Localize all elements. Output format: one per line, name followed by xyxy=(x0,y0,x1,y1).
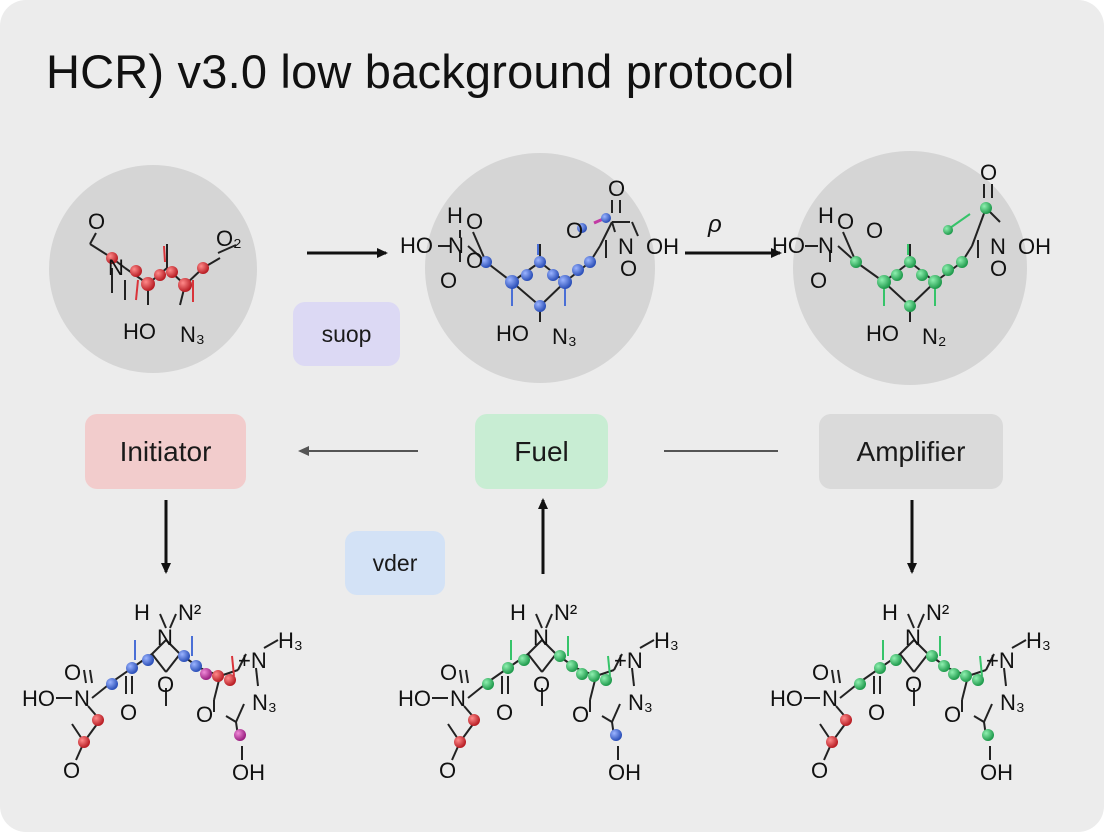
bl-n2: N² xyxy=(178,600,201,625)
tag-suop: suop xyxy=(293,302,400,366)
bl-o-a: O xyxy=(64,660,81,685)
bl-o-ring: O xyxy=(196,702,213,727)
bl-h3: H₃ xyxy=(278,628,303,653)
bc-n-left: N xyxy=(450,686,466,711)
tc-n-oh: N xyxy=(618,234,634,259)
br-o-a: O xyxy=(812,660,829,685)
br-h: H xyxy=(882,600,898,625)
tr-n2: N₂ xyxy=(922,324,946,349)
tr-ho: HO xyxy=(866,321,899,346)
tc-n: N xyxy=(448,233,464,258)
tc-h-top: H xyxy=(447,203,463,228)
tr-h-top: H xyxy=(818,203,834,228)
br-n-left: N xyxy=(822,686,838,711)
bottom-right-labels: H N² N HO N O O O +N H₃ N₃ O O OH xyxy=(770,600,1051,785)
node-amplifier: Amplifier xyxy=(819,414,1003,489)
tc-oh: OH xyxy=(646,234,679,259)
bc-o-a: O xyxy=(440,660,457,685)
tl-n: N xyxy=(108,255,124,280)
bc-o-bottom: O xyxy=(439,758,456,783)
tc-o-top: O xyxy=(608,176,625,201)
bottom-center-labels: H N² N HO N O O O +N H₃ N₃ O O OH xyxy=(398,600,679,785)
tc-o-d: O xyxy=(566,218,583,243)
bc-h: H xyxy=(510,600,526,625)
molecule-top-right-atoms xyxy=(850,202,992,312)
bl-o-c: O xyxy=(157,672,174,697)
bl-o-b: O xyxy=(120,700,137,725)
arrow-label: ρ xyxy=(707,211,722,238)
bc-o-b: O xyxy=(496,700,513,725)
tag-vder: vder xyxy=(345,531,445,595)
bc-n3: N₃ xyxy=(628,690,653,715)
bottom-left-labels: H N² N HO N O O O +N H₃ N₃ O O OH xyxy=(22,600,303,785)
br-ho: HO xyxy=(770,686,803,711)
tr-o-top: O xyxy=(980,160,997,185)
tr-oh: OH xyxy=(1018,234,1051,259)
bc-o-c: O xyxy=(533,672,550,697)
br-n3: N₃ xyxy=(1000,690,1025,715)
tr-n: N xyxy=(818,233,834,258)
tc-n3: N₃ xyxy=(552,324,577,349)
tc-o-b: O xyxy=(440,268,457,293)
tr-o-c: O xyxy=(866,218,883,243)
bc-ho: HO xyxy=(398,686,431,711)
bl-h: H xyxy=(134,600,150,625)
bc-h3: H₃ xyxy=(654,628,679,653)
node-initiator: Initiator xyxy=(85,414,246,489)
bc-o-ring: O xyxy=(572,702,589,727)
bc-n2: N² xyxy=(554,600,577,625)
tl-ho: HO xyxy=(123,319,156,344)
molecule-bottom-center xyxy=(432,613,655,761)
br-n: N xyxy=(905,625,921,650)
tl-o-top: O xyxy=(88,209,105,234)
bl-o-bottom: O xyxy=(63,758,80,783)
bl-n-left: N xyxy=(74,686,90,711)
tl-o2: O₂ xyxy=(216,226,242,251)
node-fuel: Fuel xyxy=(475,414,608,489)
br-o-b: O xyxy=(868,700,885,725)
bl-n: N xyxy=(157,625,173,650)
bl-n3: N₃ xyxy=(252,690,277,715)
tr-o-e: O xyxy=(990,256,1007,281)
bc-n-plus: +N xyxy=(614,648,643,673)
tc-ho: HO xyxy=(496,321,529,346)
molecule-top-left-atoms xyxy=(106,252,209,292)
tc-o-e: O xyxy=(620,256,637,281)
bl-n-plus: +N xyxy=(238,648,267,673)
tr-o-a: O xyxy=(837,209,854,234)
br-n-plus: +N xyxy=(986,648,1015,673)
bc-n: N xyxy=(533,625,549,650)
molecule-bottom-right xyxy=(804,613,1027,761)
tr-ho-n: HO xyxy=(772,233,805,258)
molecule-top-center-atoms xyxy=(480,213,611,312)
br-o-c: O xyxy=(905,672,922,697)
molecule-circle-left xyxy=(49,165,257,373)
tr-n-oh: N xyxy=(990,234,1006,259)
br-oh: OH xyxy=(980,760,1013,785)
tc-ho-n: HO xyxy=(400,233,433,258)
br-h3: H₃ xyxy=(1026,628,1051,653)
tc-o-c: O xyxy=(466,248,483,273)
br-o-ring: O xyxy=(944,702,961,727)
bl-ho: HO xyxy=(22,686,55,711)
tl-n3: N₃ xyxy=(180,322,205,347)
br-o-bottom: O xyxy=(811,758,828,783)
bl-oh: OH xyxy=(232,760,265,785)
page-title: HCR) v3.0 low background protocol xyxy=(46,45,795,98)
molecule-bottom-left xyxy=(56,613,279,761)
tc-o-a: O xyxy=(466,209,483,234)
bc-oh: OH xyxy=(608,760,641,785)
br-n2: N² xyxy=(926,600,949,625)
molecule-top-left-accents xyxy=(135,245,194,302)
tr-o-b: O xyxy=(810,268,827,293)
